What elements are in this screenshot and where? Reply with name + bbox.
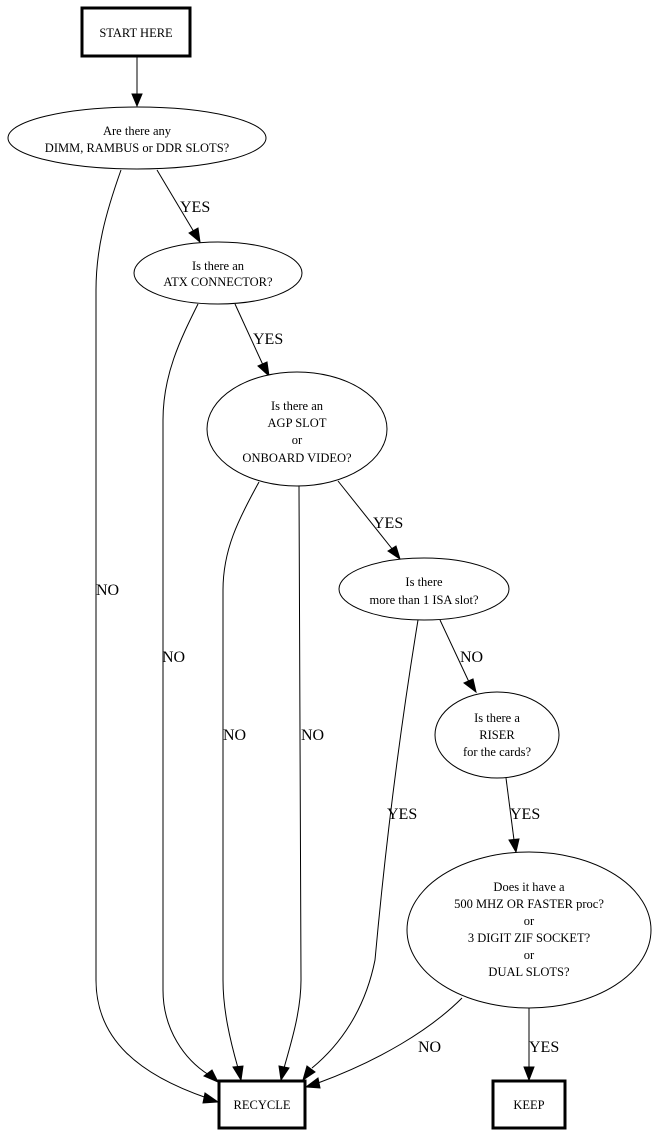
node-text-line: Does it have a [493, 880, 565, 894]
edge-isa-yes [311, 619, 419, 1069]
node-text-line: DUAL SLOTS? [488, 965, 570, 979]
arrowhead [188, 227, 201, 244]
node-text-line: Are there any [103, 124, 172, 138]
node-text-line: ATX CONNECTOR? [163, 275, 273, 289]
edge-riser-yes [505, 777, 515, 841]
arrowhead [508, 838, 520, 854]
label-agp-yes: YES [373, 515, 403, 532]
arrowhead [278, 1065, 290, 1082]
edge-cpu-no [317, 997, 463, 1084]
node-recycle: RECYCLE [217, 1079, 307, 1130]
arrowhead [387, 545, 401, 561]
node-text-line: 500 MHZ OR FASTER proc? [454, 897, 604, 911]
label-memory-no: NO [96, 582, 119, 599]
arrowhead [302, 1065, 316, 1082]
edge-labels: YES NO YES NO YES NO NO NO YES YES NO YE… [96, 199, 559, 1056]
edge-agp-yes [337, 480, 394, 551]
edge-atx-no [162, 303, 210, 1076]
node-isa-question: Is there more than 1 ISA slot? [338, 557, 510, 621]
edge-atx-yes [234, 303, 264, 366]
node-start: START HERE [80, 6, 192, 58]
node-keep-label: KEEP [513, 1098, 544, 1112]
node-cpu-question-extra: or 3 DIGIT ZIF SOCKET? or DUAL SLOTS? [468, 914, 591, 979]
label-atx-yes: YES [253, 331, 283, 348]
node-riser-question: Is there a RISER for the cards? [434, 691, 560, 779]
node-text-line: AGP SLOT [268, 416, 327, 430]
node-cpu-question: Does it have a 500 MHZ OR FASTER proc? [406, 851, 652, 1009]
edge-memory-yes [156, 169, 195, 233]
node-text-line: Is there an [271, 399, 324, 413]
label-atx-no: NO [162, 649, 185, 666]
node-text-line: more than 1 ISA slot? [369, 593, 478, 607]
label-isa-yes: YES [387, 806, 417, 823]
node-text-line: or [292, 433, 303, 447]
arrowhead [523, 1066, 535, 1082]
arrowhead [304, 1077, 321, 1089]
node-text-line: or [524, 948, 535, 962]
node-text-line: or [524, 914, 535, 928]
node-recycle-label: RECYCLE [234, 1098, 291, 1112]
label-cpu-yes: YES [529, 1039, 559, 1056]
node-text-line: Is there [405, 575, 443, 589]
arrowhead [202, 1092, 220, 1104]
edges [95, 57, 535, 1104]
node-text-line: Is there a [474, 711, 520, 725]
node-keep: KEEP [491, 1079, 567, 1130]
node-text-line: Is there an [192, 259, 245, 273]
node-atx-question: Is there an ATX CONNECTOR? [133, 241, 303, 305]
node-text-line: 3 DIGIT ZIF SOCKET? [468, 931, 591, 945]
edge-memory-no [95, 169, 208, 1099]
node-text-line: for the cards? [463, 745, 531, 759]
node-text-line: ONBOARD VIDEO? [242, 451, 352, 465]
edge-agp-no-1 [222, 481, 260, 1069]
label-memory-yes: YES [180, 199, 210, 216]
label-riser-yes: YES [510, 806, 540, 823]
node-text-line: RISER [479, 728, 515, 742]
node-memory-question: Are there any DIMM, RAMBUS or DDR SLOTS? [7, 106, 267, 170]
label-isa-no: NO [460, 649, 483, 666]
label-agp-no-2: NO [301, 727, 324, 744]
edge-agp-no-2 [283, 485, 302, 1069]
arrowhead [257, 361, 270, 378]
label-agp-no-1: NO [223, 727, 246, 744]
label-cpu-no: NO [418, 1039, 441, 1056]
node-text-line: DIMM, RAMBUS or DDR SLOTS? [45, 141, 230, 155]
node-start-label: START HERE [99, 26, 173, 40]
arrowhead [232, 1065, 244, 1082]
arrowhead [131, 93, 143, 108]
arrowhead [463, 678, 477, 694]
node-agp-question: Is there an AGP SLOT or ONBOARD VIDEO? [206, 371, 388, 487]
edge-isa-no [439, 619, 470, 683]
arrowhead [203, 1069, 220, 1083]
